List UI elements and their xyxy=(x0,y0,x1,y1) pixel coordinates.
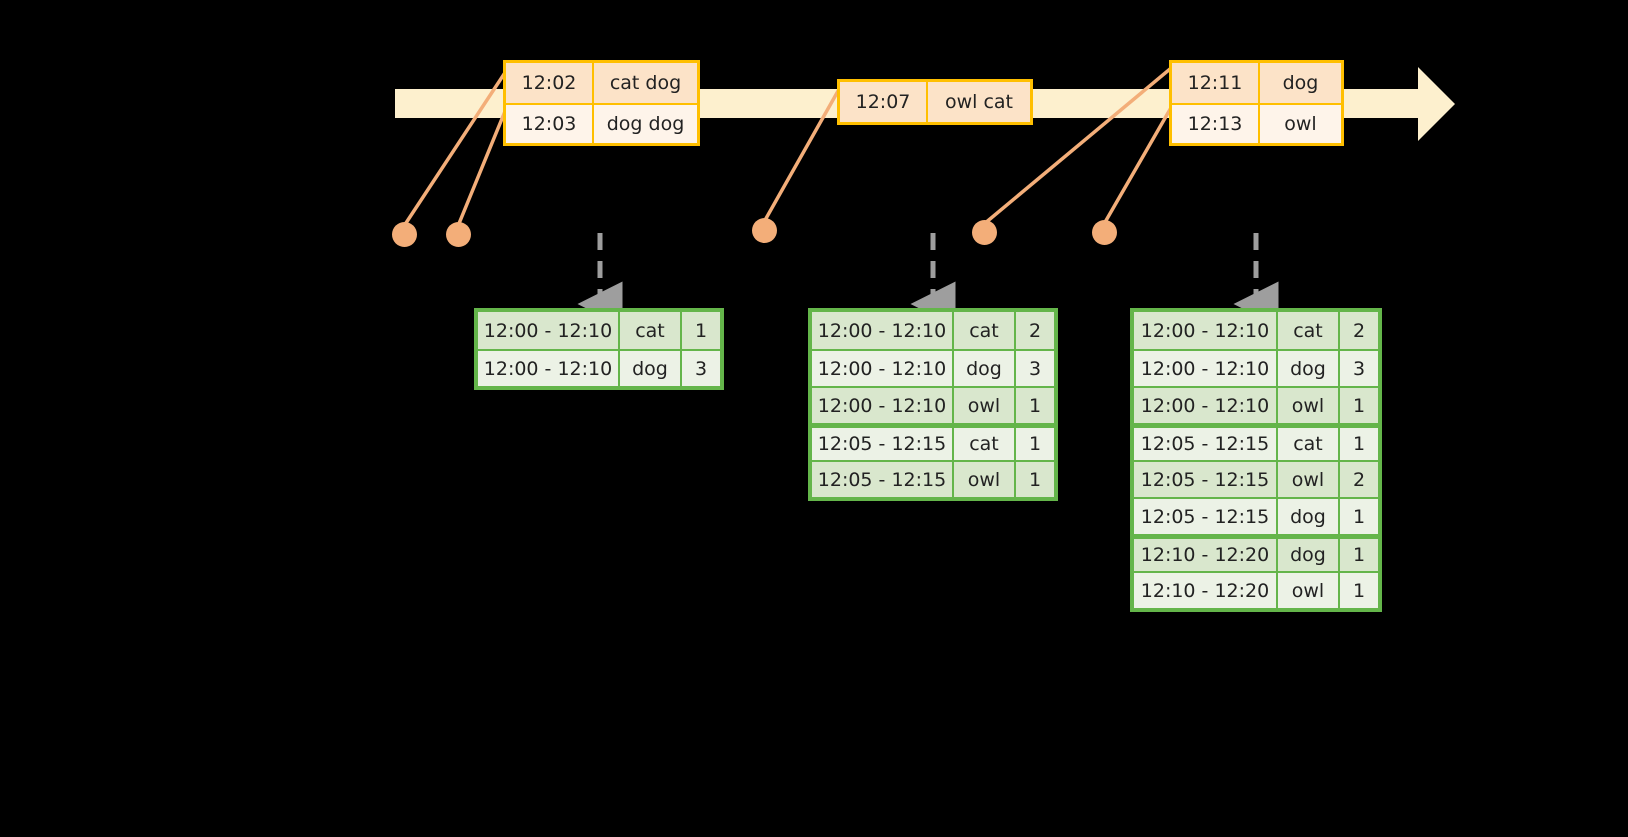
event-time: 12:03 xyxy=(506,105,594,143)
cell-window: 12:00 - 12:10 xyxy=(812,351,954,386)
event-time: 12:02 xyxy=(506,63,594,103)
timeline-arrowhead-icon xyxy=(1418,67,1455,141)
cell-window: 12:05 - 12:15 xyxy=(812,428,954,460)
event-time: 12:13 xyxy=(1172,105,1260,143)
event-dot-1202 xyxy=(392,222,417,247)
event-row[interactable]: 12:07 owl cat xyxy=(840,82,1030,122)
cell-window: 12:00 - 12:10 xyxy=(478,351,620,386)
cell-count: 1 xyxy=(682,312,720,349)
cell-window: 12:10 - 12:20 xyxy=(1134,539,1278,571)
cell-word: cat xyxy=(1278,312,1340,349)
cell-window: 12:00 - 12:10 xyxy=(1134,312,1278,349)
connector-1203 xyxy=(456,102,510,228)
cell-count: 1 xyxy=(1340,388,1378,423)
event-words: dog xyxy=(1260,63,1341,103)
event-dot-1207 xyxy=(752,218,777,243)
cell-word: cat xyxy=(954,428,1016,460)
event-time: 12:11 xyxy=(1172,63,1260,103)
cell-word: owl xyxy=(1278,573,1340,608)
event-card-1202-1203[interactable]: 12:02 cat dog 12:03 dog dog xyxy=(503,60,700,146)
cell-window: 12:00 - 12:10 xyxy=(812,388,954,423)
connector-1202 xyxy=(402,60,514,228)
cell-word: owl xyxy=(954,388,1016,423)
cell-window: 12:10 - 12:20 xyxy=(1134,573,1278,608)
event-words: dog dog xyxy=(594,105,697,143)
connector-1213 xyxy=(1102,104,1174,226)
cell-count: 1 xyxy=(1016,388,1054,423)
cell-word: dog xyxy=(1278,351,1340,386)
cell-word: dog xyxy=(954,351,1016,386)
cell-word: owl xyxy=(954,462,1016,497)
cell-window: 12:00 - 12:10 xyxy=(812,312,954,349)
cell-window: 12:00 - 12:10 xyxy=(1134,351,1278,386)
cell-word: owl xyxy=(1278,462,1340,497)
cell-window: 12:05 - 12:15 xyxy=(1134,428,1278,460)
cell-count: 1 xyxy=(1340,499,1378,534)
cell-word: cat xyxy=(1278,428,1340,460)
cell-word: dog xyxy=(1278,539,1340,571)
cell-count: 1 xyxy=(1340,428,1378,460)
cell-word: cat xyxy=(954,312,1016,349)
event-words: cat dog xyxy=(594,63,697,103)
event-words: owl xyxy=(1260,105,1341,143)
cell-count: 2 xyxy=(1340,312,1378,349)
cell-window: 12:05 - 12:15 xyxy=(1134,462,1278,497)
cell-window: 12:05 - 12:15 xyxy=(1134,499,1278,534)
cell-count: 1 xyxy=(1016,428,1054,460)
cell-count: 2 xyxy=(1016,312,1054,349)
cell-window: 12:05 - 12:15 xyxy=(812,462,954,497)
cell-count: 3 xyxy=(1340,351,1378,386)
event-row[interactable]: 12:11 dog xyxy=(1172,63,1341,103)
cell-word: dog xyxy=(620,351,682,386)
cell-count: 2 xyxy=(1340,462,1378,497)
event-row[interactable]: 12:03 dog dog xyxy=(506,103,697,143)
event-card-1207[interactable]: 12:07 owl cat xyxy=(837,79,1033,125)
event-dot-1213 xyxy=(1092,220,1117,245)
event-time: 12:07 xyxy=(840,82,928,122)
event-words: owl cat xyxy=(928,82,1030,122)
cell-word: dog xyxy=(1278,499,1340,534)
cell-window: 12:00 - 12:10 xyxy=(478,312,620,349)
event-dot-1203 xyxy=(446,222,471,247)
cell-count: 3 xyxy=(1016,351,1054,386)
event-row[interactable]: 12:13 owl xyxy=(1172,103,1341,143)
event-row[interactable]: 12:02 cat dog xyxy=(506,63,697,103)
event-dot-1211 xyxy=(972,220,997,245)
cell-window: 12:00 - 12:10 xyxy=(1134,388,1278,423)
cell-count: 3 xyxy=(682,351,720,386)
cell-word: owl xyxy=(1278,388,1340,423)
event-card-1211-1213[interactable]: 12:11 dog 12:13 owl xyxy=(1169,60,1344,146)
cell-count: 1 xyxy=(1340,573,1378,608)
cell-word: cat xyxy=(620,312,682,349)
cell-count: 1 xyxy=(1016,462,1054,497)
cell-count: 1 xyxy=(1340,539,1378,571)
